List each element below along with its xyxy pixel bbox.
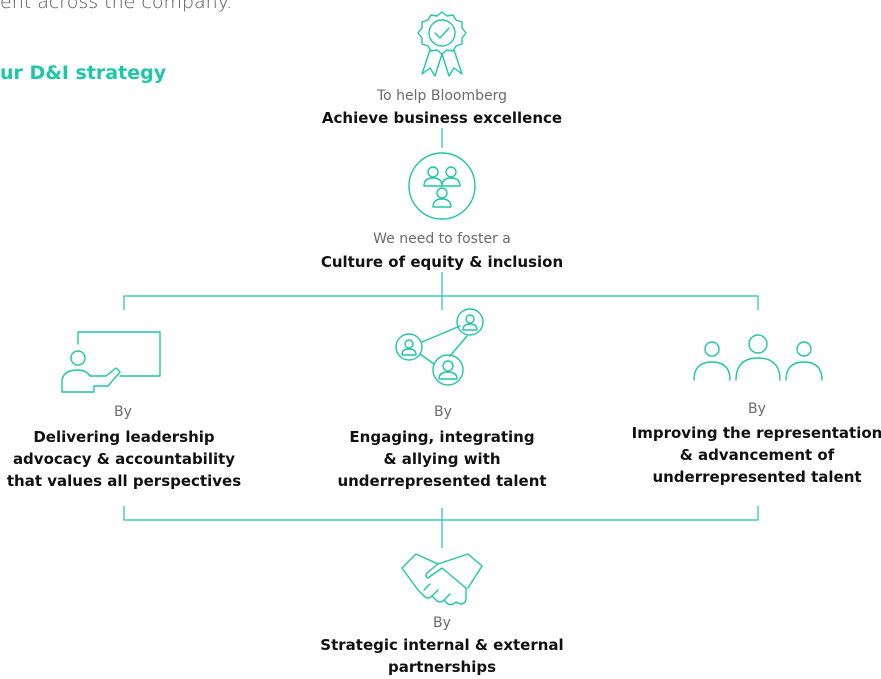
- pillar-3-heading: Improving the representation & advanceme…: [622, 422, 881, 488]
- pillar-2-lead: By: [434, 404, 452, 420]
- connector-bottom-bracket: [123, 506, 759, 521]
- middle-heading: Culture of equity & inclusion: [320, 253, 564, 271]
- bottom-heading: Strategic internal & external partnershi…: [292, 634, 592, 678]
- pillar-3-line-3: underrepresented talent: [652, 468, 862, 486]
- pillar-2-line-2: & allying with: [383, 450, 501, 468]
- pillar-3-lead: By: [748, 401, 766, 417]
- middle-lead: We need to foster a: [373, 231, 511, 247]
- pillar-3-line-2: & advancement of: [679, 446, 835, 464]
- pillar-2-heading: Engaging, integrating & allying with und…: [318, 426, 566, 492]
- bottom-line-1: Strategic internal & external: [320, 636, 564, 654]
- pillar-2-line-1: Engaging, integrating: [349, 428, 535, 446]
- pillar-1-heading: Delivering leadership advocacy & account…: [0, 426, 248, 492]
- top-lead: To help Bloomberg: [376, 88, 508, 104]
- team-group-icon: [408, 152, 476, 220]
- bottom-lead: By: [433, 615, 451, 631]
- connector-top-bracket: [123, 295, 759, 310]
- pillar-1-line-2: advocacy & accountability: [12, 450, 236, 468]
- pillar-1-line-3: that values all perspectives: [6, 472, 242, 490]
- award-ribbon-icon: [417, 11, 467, 77]
- bottom-line-2: partnerships: [387, 658, 497, 676]
- handshake-icon: [401, 553, 483, 606]
- pillar-1-line-1: Delivering leadership: [33, 428, 215, 446]
- intro-text: ent across the company.: [0, 0, 233, 13]
- presenter-board-icon: [61, 331, 161, 393]
- pillar-2-line-3: underrepresented talent: [337, 472, 547, 490]
- top-heading: Achieve business excellence: [321, 109, 563, 127]
- pillar-3-line-1: Improving the representation: [631, 424, 881, 442]
- network-people-icon: [395, 308, 484, 386]
- section-title: ur D&I strategy: [0, 62, 167, 84]
- three-people-icon: [693, 334, 823, 381]
- pillar-1-lead: By: [114, 404, 132, 420]
